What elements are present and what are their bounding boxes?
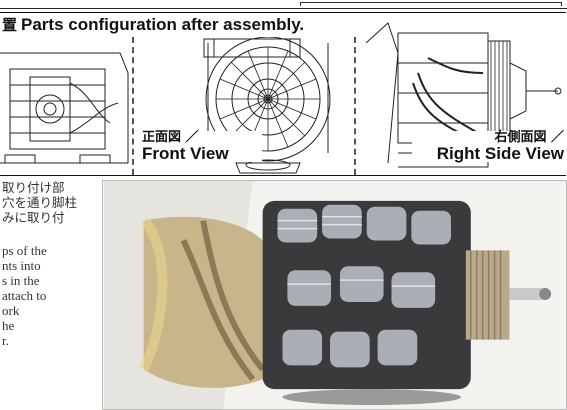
front-view-label-en: Front View [142,143,229,163]
caption-en-line-7: r. [2,333,9,348]
front-view-drawing [136,13,348,175]
caption-jp-line-3: みに取り付 [2,210,65,225]
front-view-svg [203,36,331,174]
caption-en-line-3: s in the [2,273,40,288]
panel-title-en: Parts configuration after assembly. [21,15,305,34]
left-view-drawing [0,13,132,175]
right-view-drawing [358,13,566,175]
right-view-label: 右側面図 ／ Right Side View [412,130,564,163]
front-view-label-jp: 正面図 ／ [142,130,199,145]
right-view-svg [365,22,562,168]
right-view-label-en: Right Side View [436,143,564,163]
caption-en-line-6: he [2,318,15,333]
engine-photo-svg [104,181,565,409]
front-view-label: 正面図 ／ Front View [136,130,262,163]
caption-jp-line-2: 穴を通り脚柱 [2,195,78,210]
top-band [0,0,567,9]
caption-text: 取り付け部 穴を通り脚柱 みに取り付 ps of the nts into s … [0,180,100,408]
view-divider-1 [132,37,134,175]
caption-en-line-5: ork [2,303,20,318]
panel-title-jp: 置 [2,16,18,34]
caption-en-line-2: nts into [2,258,41,273]
top-rule [300,2,562,6]
view-divider-2 [354,37,356,175]
left-view-svg [0,52,129,164]
caption-jp-line-1: 取り付け部 [2,180,65,195]
caption-en-line-1: ps of the [2,243,47,258]
caption-gap [0,225,100,243]
assembled-engine-photo [102,180,567,410]
caption-en-line-4: attach to [2,288,47,303]
right-view-label-jp: 右側面図 ／ [494,130,564,145]
